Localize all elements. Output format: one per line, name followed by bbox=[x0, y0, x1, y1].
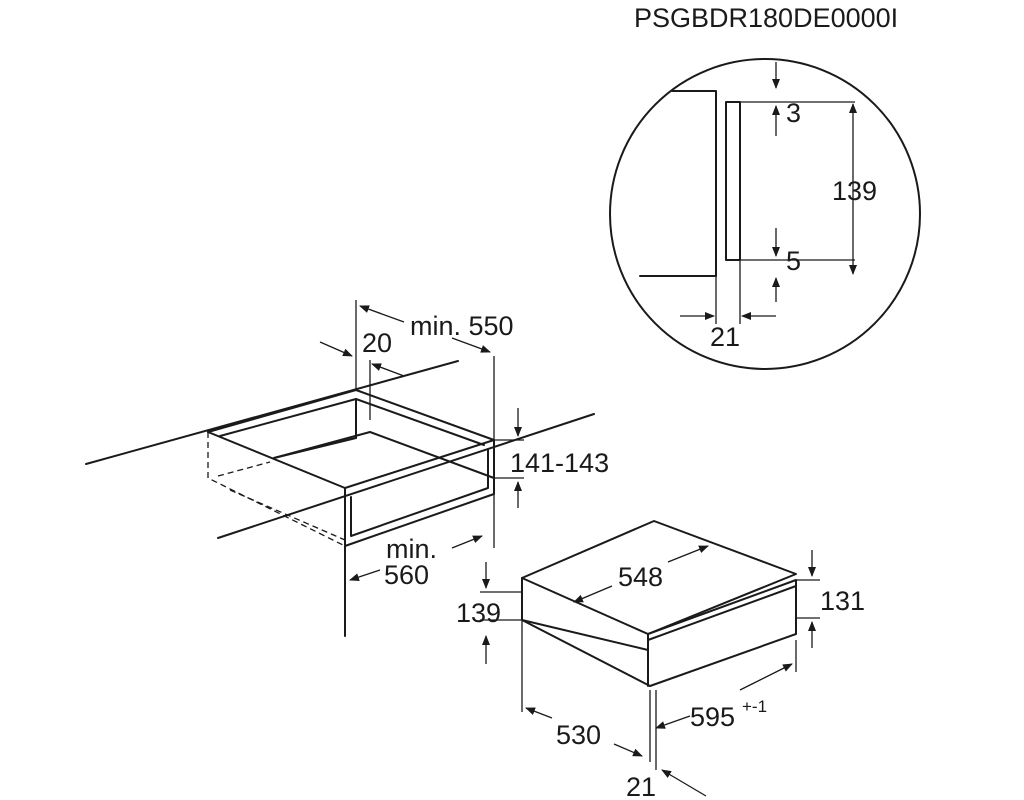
detail-front-panel bbox=[725, 101, 741, 261]
product-code: PSGBDR180DE0000I bbox=[634, 3, 898, 33]
appliance-width-label: 595 bbox=[690, 702, 735, 732]
niche-height-label: 141-143 bbox=[510, 448, 609, 478]
niche-view: min. 550 20 141-143 min. 560 bbox=[85, 300, 609, 637]
appliance-width-tolerance: +-1 bbox=[742, 697, 767, 716]
appliance-front-height-label: 131 bbox=[820, 586, 865, 616]
detail-top-gap-label: 3 bbox=[786, 98, 801, 128]
appliance-front-thickness-label: 21 bbox=[626, 772, 656, 800]
detail-worktop bbox=[639, 90, 717, 277]
appliance-depth-label: 548 bbox=[618, 562, 663, 592]
appliance-body-depth-label: 530 bbox=[556, 720, 601, 750]
detail-view: 3 5 139 21 bbox=[609, 58, 921, 370]
detail-bottom-gap-label: 5 bbox=[786, 246, 801, 276]
niche-width-label-2: 560 bbox=[384, 560, 429, 590]
niche-width-label-1: min. bbox=[386, 534, 437, 564]
detail-total-height-label: 139 bbox=[832, 176, 877, 206]
niche-recess-label: 20 bbox=[362, 328, 392, 358]
detail-circle bbox=[609, 58, 921, 370]
appliance-height-label: 139 bbox=[456, 598, 501, 628]
detail-front-thickness-label: 21 bbox=[710, 322, 740, 352]
appliance-view: 548 139 131 595 +-1 530 21 bbox=[456, 520, 865, 800]
niche-depth-label: min. 550 bbox=[410, 311, 514, 341]
